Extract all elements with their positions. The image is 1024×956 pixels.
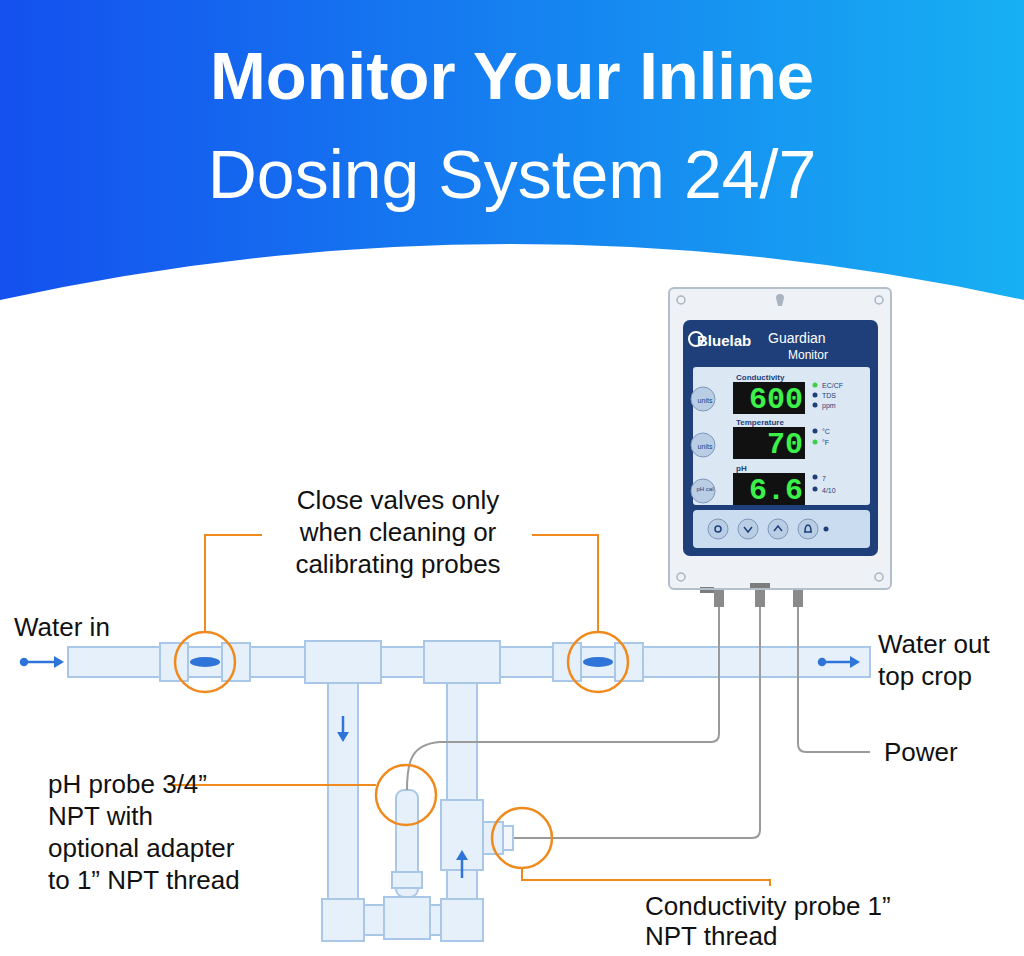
display-digits: 70 (735, 429, 803, 461)
unit-indicator: 4/10 (822, 487, 836, 494)
callout-circles (175, 632, 628, 868)
valve-handles (190, 657, 613, 667)
valve-note: Close valves only when cleaning or calib… (273, 484, 523, 580)
unit-indicator: 7 (822, 475, 826, 482)
reading-label: Temperature (736, 418, 784, 427)
unit-indicator: ppm (822, 402, 836, 409)
product-name: Monitor (788, 348, 828, 362)
page-subtitle: Dosing System 24/7 (0, 134, 1024, 214)
product-name: Guardian (768, 330, 826, 346)
probe-wires (407, 606, 870, 838)
outlet-label: Water out top crop (878, 628, 1018, 692)
unit-indicator: °F (822, 439, 829, 446)
unit-indicator: EC/CF (822, 382, 843, 389)
monitor-unit: Bluelab GuardianMonitorConductivity 600 EC/… (668, 287, 892, 590)
button-label: units (693, 397, 717, 404)
conductivity-probe-label: Conductivity probe 1” NPT thread (645, 891, 907, 951)
header-band (0, 0, 1024, 300)
inlet-label: Water in (14, 612, 110, 642)
display-digits: 6.6 (735, 475, 803, 507)
monitor-housing (669, 288, 891, 607)
page-title: Monitor Your Inline (0, 36, 1024, 116)
display-digits: 600 (735, 384, 803, 416)
brand-logo: Bluelab (697, 332, 751, 349)
leader-lines (168, 535, 770, 886)
unit-indicator: TDS (822, 392, 836, 399)
ph-probe-label: pH probe 3/4” NPT with optional adapter … (48, 768, 248, 896)
button-label: units (693, 443, 717, 450)
reading-label: Conductivity (736, 373, 784, 382)
reading-label: pH (736, 464, 747, 473)
power-label: Power (884, 737, 958, 767)
button-label: pH cal (695, 486, 715, 493)
unit-indicator: °C (822, 428, 830, 435)
